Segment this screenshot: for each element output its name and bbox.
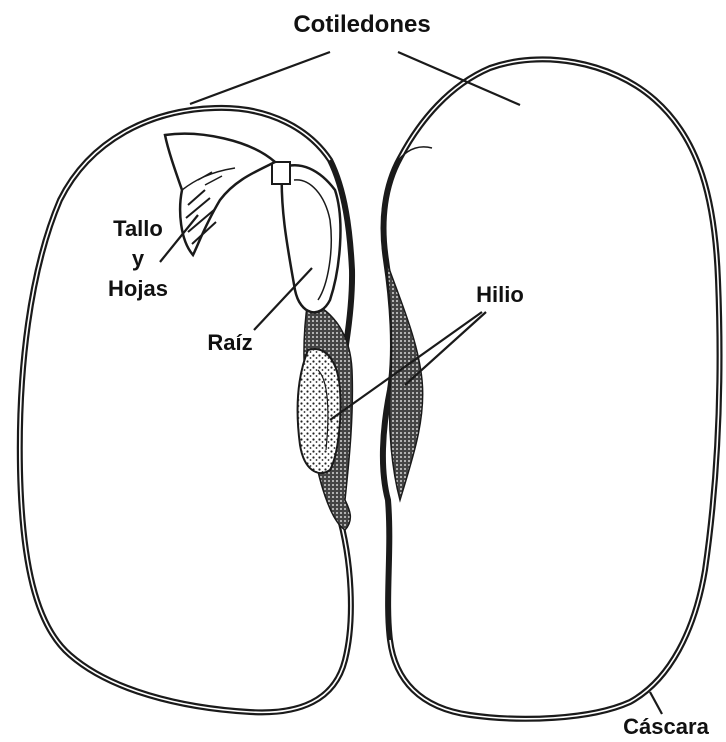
label-raiz: Raíz: [207, 330, 252, 355]
leader-cotiledones-right: [398, 52, 520, 105]
leader-cascara: [650, 692, 662, 714]
right-hilum-tissue: [386, 260, 423, 500]
label-cotiledones: Cotiledones: [293, 11, 430, 38]
right-cotyledon: [383, 59, 720, 718]
label-hojas: Hojas: [108, 276, 168, 301]
label-cascara: Cáscara: [623, 714, 709, 739]
left-hilum-structure: [298, 349, 341, 473]
label-tallo: Tallo: [113, 216, 163, 241]
leader-cotiledones-left: [190, 52, 330, 104]
leader-hilio-right: [405, 312, 486, 385]
label-hilio: Hilio: [476, 282, 524, 307]
label-y: y: [132, 246, 145, 271]
radicle-root: [272, 162, 340, 312]
